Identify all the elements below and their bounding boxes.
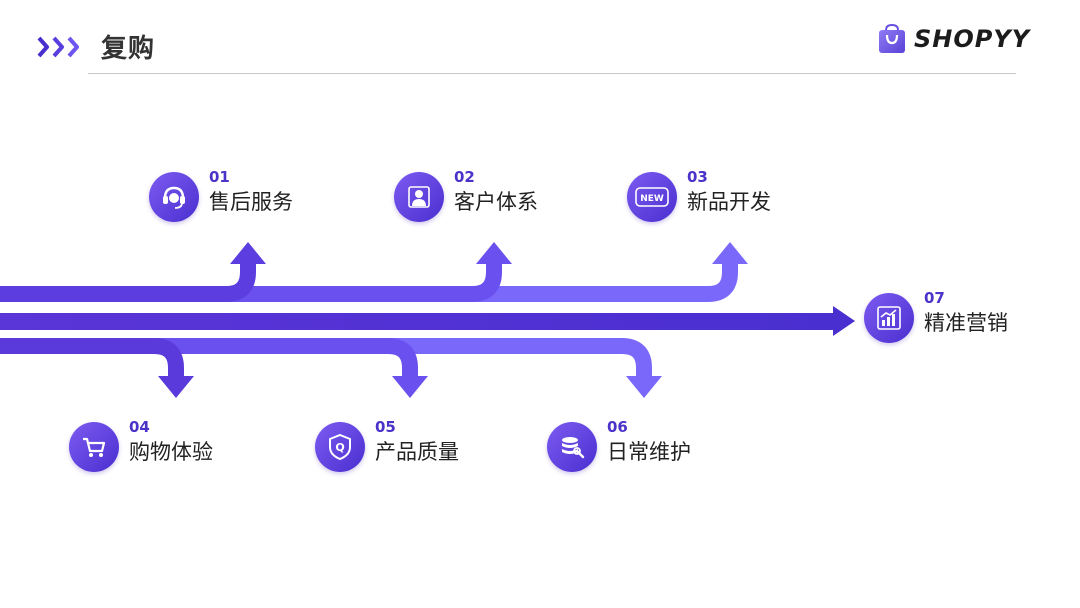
node-number: 03 xyxy=(687,168,708,186)
node-02: 02 客户体系 xyxy=(394,168,538,222)
arrowhead-04 xyxy=(158,376,194,398)
arrow-to-02 xyxy=(0,262,502,302)
node-number: 06 xyxy=(607,418,628,436)
arrowhead-03 xyxy=(712,242,748,264)
node-03: NEW 03 新品开发 xyxy=(627,168,771,222)
node-label: 客户体系 xyxy=(454,190,538,214)
main-arrow-shaft xyxy=(0,313,835,330)
node-number: 07 xyxy=(924,289,945,307)
growth-chart-icon xyxy=(864,293,914,343)
cart-icon xyxy=(69,422,119,472)
node-06: 06 日常维护 xyxy=(547,418,691,472)
main-arrowhead xyxy=(833,306,855,336)
user-icon xyxy=(394,172,444,222)
node-label: 精准营销 xyxy=(924,311,1008,335)
brand-name: SHOPYY xyxy=(914,25,1031,53)
quality-shield-icon: Q xyxy=(315,422,365,472)
new-badge-icon: NEW xyxy=(627,172,677,222)
arrow-to-06 xyxy=(0,338,652,378)
node-number: 04 xyxy=(129,418,150,436)
node-label: 购物体验 xyxy=(129,440,213,464)
arrow-to-05 xyxy=(0,338,418,378)
headset-icon xyxy=(149,172,199,222)
node-label: 日常维护 xyxy=(607,440,691,464)
arrowhead-01 xyxy=(230,242,266,264)
svg-text:NEW: NEW xyxy=(640,194,664,204)
node-01: 01 售后服务 xyxy=(149,168,293,222)
arrow-to-01 xyxy=(0,262,256,302)
chevrons-icon xyxy=(37,36,79,58)
node-04: 04 购物体验 xyxy=(69,418,213,472)
node-number: 02 xyxy=(454,168,475,186)
shopping-bag-icon xyxy=(879,23,905,53)
node-number: 05 xyxy=(375,418,396,436)
arrowhead-05 xyxy=(392,376,428,398)
node-07: 07 精准营销 xyxy=(864,289,1008,343)
node-label: 新品开发 xyxy=(687,190,771,214)
page-title: 复购 xyxy=(101,34,156,64)
database-wrench-icon xyxy=(547,422,597,472)
node-number: 01 xyxy=(209,168,230,186)
brand-logo: SHOPYY xyxy=(876,22,1030,56)
arrowhead-02 xyxy=(476,242,512,264)
header-divider xyxy=(88,73,1016,74)
node-label: 售后服务 xyxy=(209,190,293,214)
node-label: 产品质量 xyxy=(375,440,459,464)
arrowhead-06 xyxy=(626,376,662,398)
node-05: Q 05 产品质量 xyxy=(315,418,459,472)
arrow-to-04 xyxy=(0,338,184,378)
svg-text:Q: Q xyxy=(335,441,344,454)
arrow-to-03 xyxy=(0,262,738,302)
